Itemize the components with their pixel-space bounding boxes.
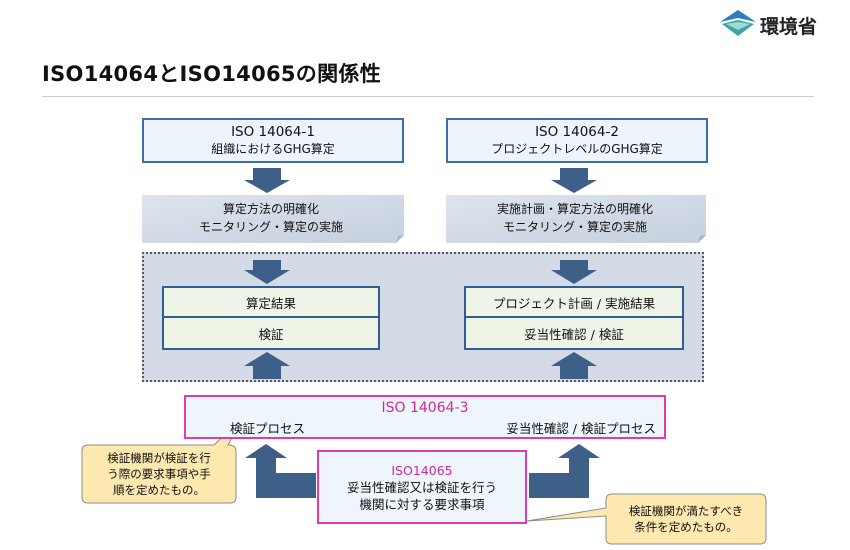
iso-14065-box: ISO14065 妥当性確認又は検証を行う 機関に対する要求事項	[317, 450, 527, 524]
right-result-label: プロジェクト計画 / 実施結果	[492, 295, 656, 311]
ministry-logo-text: 環境省	[760, 16, 818, 38]
callout-right-line: 条件を定めたもの。	[634, 520, 738, 534]
bent-arrow-right	[529, 444, 600, 498]
arrow-down-left-2	[244, 260, 290, 284]
arrow-down-right-1	[551, 168, 597, 193]
right-result-box: プロジェクト計画 / 実施結果	[464, 286, 684, 318]
iso-14065-line: 妥当性確認又は検証を行う	[346, 479, 497, 495]
callout-right-shape	[526, 493, 767, 545]
right-objectives: 実施計画・算定方法の明確化 モニタリング・算定の実施	[446, 197, 704, 239]
callout-left: 検証機関が検証を行 う際の要求事項や手 順を定めたもの。	[84, 447, 234, 501]
right-check-box: 妥当性確認 / 検証	[464, 316, 684, 350]
right-objective-shape	[446, 195, 706, 243]
iso-14064-2-title: ISO 14064-2	[535, 123, 619, 140]
callout-left-shape	[81, 417, 244, 504]
bent-arrow-left	[245, 444, 316, 498]
arrow-up-left	[244, 352, 290, 379]
ministry-logo: 環境省	[718, 8, 844, 42]
iso-14064-1-box: ISO 14064-1 組織におけるGHG算定	[142, 118, 404, 163]
left-check-box: 検証	[162, 316, 380, 350]
iso-14064-3-left-process: 検証プロセス	[230, 421, 306, 436]
ministry-logo-icon	[720, 10, 756, 36]
iso-14064-1-title: ISO 14064-1	[231, 123, 315, 140]
iso-14064-3-title: ISO 14064-3	[381, 400, 469, 416]
arrow-up-right	[551, 352, 597, 379]
title-divider	[42, 96, 814, 97]
callout-left-line: 順を定めたもの。	[113, 483, 205, 497]
callout-right: 検証機関が満たすべき 条件を定めたもの。	[608, 496, 764, 542]
left-result-label: 算定結果	[245, 295, 296, 311]
iso-14065-title: ISO14065	[391, 462, 453, 478]
iso-14064-1-subtitle: 組織におけるGHG算定	[211, 141, 335, 156]
callout-left-line: う際の要求事項や手	[107, 467, 211, 481]
left-objectives: 算定方法の明確化 モニタリング・算定の実施	[142, 197, 400, 239]
iso-14064-2-box: ISO 14064-2 プロジェクトレベルのGHG算定	[446, 118, 708, 163]
callout-right-line: 検証機関が満たすべき	[628, 504, 744, 518]
arrow-down-left-1	[244, 168, 290, 193]
iso-14064-2-subtitle: プロジェクトレベルのGHG算定	[491, 141, 663, 156]
left-objective-shape	[142, 195, 404, 243]
left-result-box: 算定結果	[162, 286, 380, 318]
left-objective-line: モニタリング・算定の実施	[198, 220, 343, 234]
iso-14064-3-box: ISO 14064-3 検証プロセス 妥当性確認 / 検証プロセス	[184, 395, 666, 439]
iso-14064-3-right-process: 妥当性確認 / 検証プロセス	[506, 421, 656, 436]
left-check-label: 検証	[258, 326, 284, 342]
callout-left-line: 検証機関が検証を行	[107, 451, 211, 465]
right-objective-line: 実施計画・算定方法の明確化	[496, 202, 653, 216]
arrow-down-right-2	[551, 260, 597, 284]
left-objective-line: 算定方法の明確化	[222, 202, 319, 216]
right-check-label: 妥当性確認 / 検証	[524, 326, 624, 342]
iso-14065-line: 機関に対する要求事項	[359, 496, 485, 512]
right-objective-line: モニタリング・算定の実施	[502, 220, 647, 234]
page-title: ISO14064とISO14065の関係性	[42, 62, 381, 86]
